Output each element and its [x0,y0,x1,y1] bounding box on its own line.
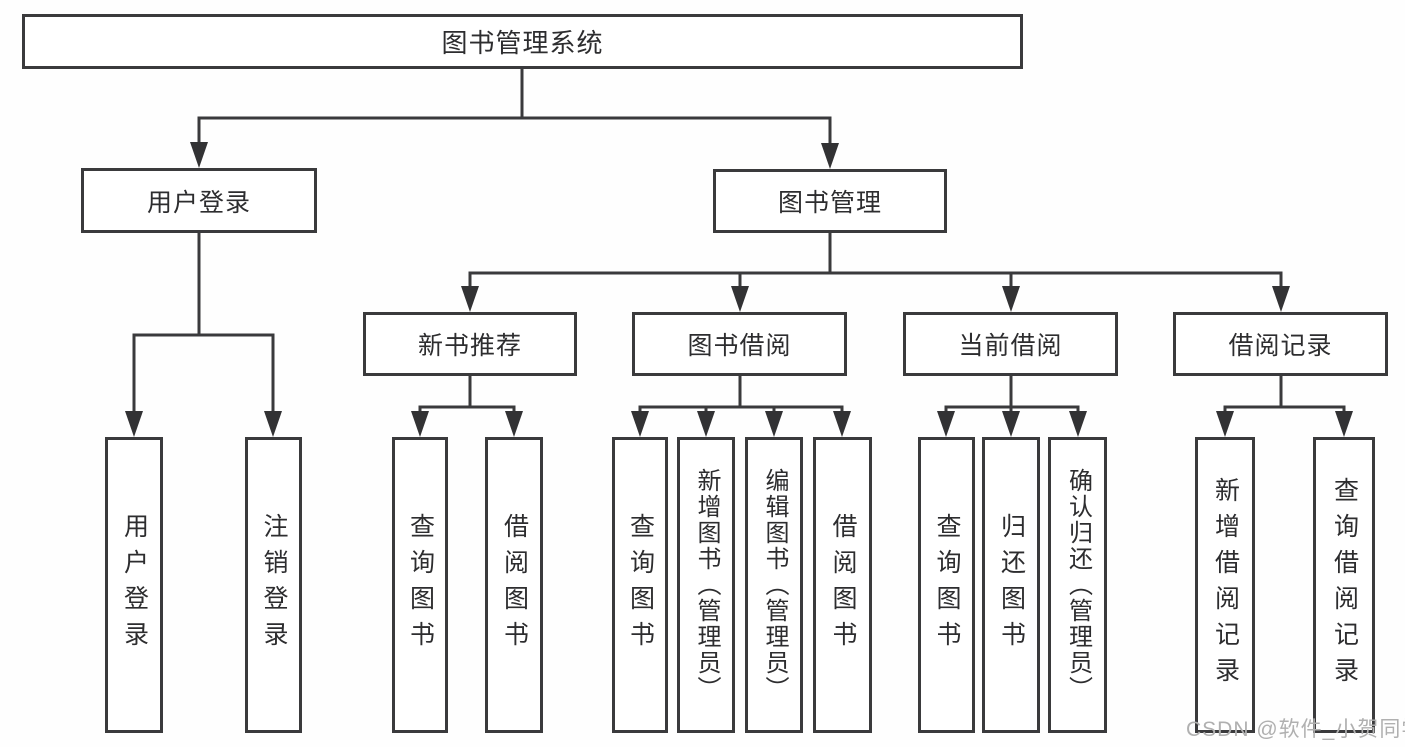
leaf-add-book-admin: 新增图书（管理员） [677,437,735,733]
watermark: CSDN @软件_小贺同学 [1186,718,1405,741]
leaf-add-borrow-record: 新增借阅记录 [1195,437,1255,733]
leaf-borrow-book: 借阅图书 [813,437,872,733]
leaf-confirm-return-admin: 确认归还（管理员） [1048,437,1107,733]
leaf-logout-login: 注销登录 [245,437,302,733]
leaf-query-book-recommend: 查询图书 [392,437,448,733]
node-borrow-record: 借阅记录 [1173,312,1388,376]
leaf-return-book: 归还图书 [982,437,1040,733]
leaf-edit-book-admin: 编辑图书（管理员） [745,437,803,733]
node-user-login: 用户登录 [81,168,317,233]
node-root-system: 图书管理系统 [22,14,1023,69]
node-book-management: 图书管理 [713,169,947,233]
leaf-borrow-book-recommend: 借阅图书 [485,437,543,733]
leaf-user-login: 用户登录 [105,437,163,733]
node-book-borrow: 图书借阅 [632,312,847,376]
arrowheads [125,142,1353,437]
node-current-borrow: 当前借阅 [903,312,1118,376]
leaf-query-borrow-record: 查询借阅记录 [1313,437,1375,733]
leaf-query-book-borrow: 查询图书 [612,437,668,733]
leaf-query-book-current: 查询图书 [918,437,975,733]
node-new-book-recommend: 新书推荐 [363,312,577,376]
